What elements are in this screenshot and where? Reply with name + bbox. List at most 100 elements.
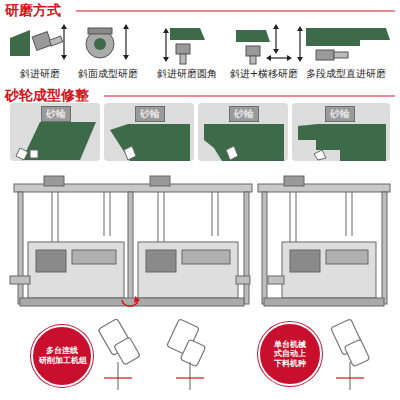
heading-rule (76, 11, 395, 96)
grinding-icon-part (306, 28, 390, 46)
dressing-panel (10, 103, 390, 161)
grinding-icon-part (334, 52, 348, 58)
machine-line-part (218, 192, 219, 236)
grinding-icon-part (10, 30, 30, 56)
method-label: 多段成型直进研磨 (306, 68, 386, 79)
wheel-text: 砂輪 (46, 108, 66, 119)
badge-text: 多台连线 研削加工机组 (39, 346, 85, 365)
machine-line-part (212, 192, 213, 236)
machine-line-part (128, 192, 133, 304)
single-machine-part (352, 192, 353, 236)
machine-line-part (72, 250, 116, 264)
machine-line-part (10, 276, 30, 284)
gripper-sketch-part (180, 339, 206, 367)
grinding-icon-part (94, 38, 106, 50)
badge-text: 单台机械 式自动上 下料机种 (266, 340, 314, 369)
type-badge: 多台连线 研削加工机组 (31, 325, 93, 387)
single-machine-part (268, 276, 284, 284)
machine-line-part (18, 192, 23, 304)
machine-line-part (134, 296, 140, 303)
wheel-text: 砂輪 (330, 108, 350, 119)
grinding-icon-part (170, 28, 205, 40)
dressing-panel-part (124, 146, 136, 160)
single-machine-part (290, 192, 291, 244)
gripper-sketch-part (336, 377, 364, 378)
machine-line-part (52, 192, 53, 244)
grinding-icon-part (316, 50, 334, 60)
grinding-icon-part (250, 56, 256, 64)
dressing-panel-part (16, 148, 28, 160)
gripper-sketch-part (114, 337, 141, 365)
grinding-icon-part (176, 44, 190, 54)
grinding-icon-part (266, 55, 271, 61)
method-label: 斜进研磨圆角 (157, 68, 217, 79)
single-machine (258, 176, 390, 306)
single-machine-part (382, 192, 387, 304)
method-label: 斜进研磨 (20, 68, 60, 79)
method-label: 斜面成型研磨 (78, 68, 138, 79)
grinding-icon-part (61, 55, 67, 60)
grinding-wheel-tag: 砂輪 (325, 106, 355, 122)
machine-line-part (236, 276, 250, 284)
gripper-sketch-part (117, 362, 118, 390)
machine-line-part (146, 250, 176, 272)
gripper-sketch-part (349, 362, 350, 390)
machine-line-part (58, 192, 59, 244)
grinding-icon-part (165, 30, 166, 60)
grinding-icon-part (49, 36, 62, 46)
grinding-icon-part (32, 32, 52, 51)
grinding-icon-part (61, 24, 67, 29)
machine-line-part (20, 298, 244, 306)
grinding-icon-part (287, 55, 292, 61)
machine-line (10, 176, 252, 306)
grinding-icon-part (163, 57, 169, 62)
dressing-panel-part (226, 146, 238, 160)
machine-line-part (164, 192, 165, 244)
machine-line-part (244, 192, 249, 304)
grinding-wheel-tag: 砂輪 (135, 106, 165, 122)
grinding-icon-part (297, 57, 303, 62)
dressing-panel-part (298, 124, 386, 161)
gripper-sketch-part (189, 362, 190, 390)
single-machine-part (284, 176, 304, 186)
gripper-sketch-part (104, 377, 132, 378)
machine-line-part (104, 192, 105, 236)
machine-line-part (36, 250, 66, 272)
section-heading: 砂轮成型修整 (5, 88, 89, 103)
machine-line-part (150, 176, 170, 186)
gripper-sketch (98, 319, 370, 390)
dressing-panel-part (292, 103, 390, 161)
grinding-icon-part (163, 28, 169, 33)
gripper-sketch-part (176, 377, 204, 378)
machine-line-part (28, 242, 124, 298)
machine-line-part (182, 250, 230, 264)
dressing-panel-part (10, 103, 100, 161)
dressing-panel-part (314, 150, 326, 160)
grinding-icon-part (275, 26, 276, 52)
grinding-icon-part (297, 26, 303, 31)
grinding-icon-part (125, 26, 126, 58)
grinding-icon-part (273, 49, 279, 54)
wheel-text: 砂輪 (140, 108, 160, 119)
grinding-icon-part (88, 28, 112, 34)
dressing-panel-part (110, 124, 190, 161)
section-heading: 研磨方式 (5, 3, 61, 18)
gripper-sketch-part (344, 339, 370, 367)
machine-line-part (138, 242, 238, 298)
single-machine-part (282, 242, 376, 298)
grinding-icon-part (180, 54, 186, 64)
dressing-panel-part (104, 103, 194, 161)
heading-rule-part (76, 11, 395, 12)
single-machine-part (264, 298, 384, 306)
single-machine-part (326, 250, 368, 264)
grinding-icon-part (268, 57, 290, 58)
single-machine-part (296, 192, 297, 244)
grinding-icon-part (123, 55, 129, 60)
grinding-icon-part (236, 30, 270, 42)
machine-line-part (44, 176, 64, 186)
grinding-wheel-tag: 砂輪 (229, 106, 259, 122)
grinding-icon-part (273, 24, 279, 29)
machine-line-part (158, 192, 159, 244)
grinding-icon-part (246, 46, 260, 56)
